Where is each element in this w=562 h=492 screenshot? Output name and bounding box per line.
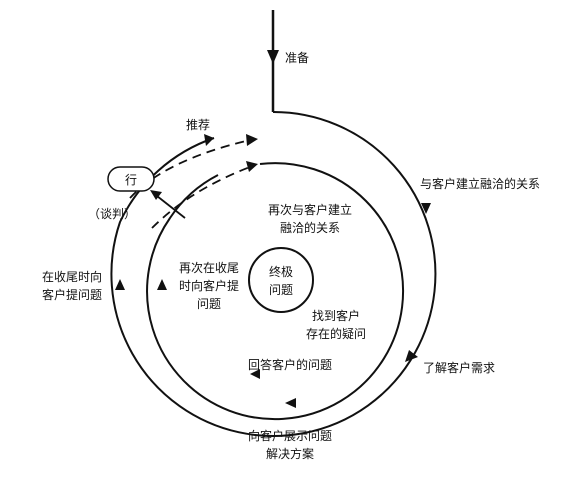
label-inner-ask-1: 再次在收尾 bbox=[179, 261, 239, 275]
label-rebuild-1: 再次与客户建立 bbox=[268, 202, 352, 217]
go-pill bbox=[107, 166, 155, 192]
arrow-dashed-outer-icon bbox=[246, 134, 258, 146]
label-understand-needs: 了解客户需求 bbox=[423, 360, 495, 375]
connector-line bbox=[156, 195, 186, 219]
dashed-inner-line bbox=[151, 166, 251, 229]
label-inner-ask-3: 问题 bbox=[197, 297, 221, 311]
arrow-right-side-icon bbox=[421, 203, 431, 214]
label-answer-questions: 回答客户的问题 bbox=[248, 357, 332, 372]
arrow-connector-icon bbox=[150, 190, 162, 200]
label-ultimate-2: 问题 bbox=[269, 283, 293, 297]
inner-spiral bbox=[146, 162, 405, 421]
arrow-left-side-icon bbox=[115, 279, 125, 290]
label-inner-ask-2: 时向客户提 bbox=[179, 278, 239, 293]
label-outer-ask-2: 客户提问题 bbox=[42, 287, 102, 302]
arrow-dashed-inner-icon bbox=[246, 161, 258, 172]
label-show-solution-1: 向客户展示问题 bbox=[248, 428, 332, 443]
label-find-doubts-2: 存在的疑问 bbox=[306, 326, 366, 341]
arrow-recommend-icon bbox=[204, 134, 214, 146]
arrow-bottom-icon bbox=[285, 398, 296, 408]
label-ultimate-1: 终极 bbox=[269, 264, 293, 279]
center-circle bbox=[248, 247, 314, 313]
label-recommend: 推荐 bbox=[186, 118, 210, 132]
label-show-solution-2: 解决方案 bbox=[266, 446, 314, 461]
label-go: 行 bbox=[125, 173, 137, 187]
label-find-doubts-1: 找到客户 bbox=[312, 308, 360, 323]
label-negotiate: （谈判） bbox=[88, 207, 136, 221]
label-rebuild-2: 融洽的关系 bbox=[280, 220, 340, 235]
label-prepare: 准备 bbox=[285, 51, 309, 65]
arrow-inner-bottom-icon bbox=[250, 369, 260, 379]
outer-spiral bbox=[110, 110, 437, 437]
entry-arrow-icon bbox=[267, 50, 279, 64]
label-outer-ask-1: 在收尾时向 bbox=[42, 269, 102, 284]
arrow-inner-left-icon bbox=[157, 279, 167, 290]
arrow-lower-right-icon bbox=[405, 350, 418, 362]
label-relationship: 与客户建立融洽的关系 bbox=[420, 176, 540, 191]
